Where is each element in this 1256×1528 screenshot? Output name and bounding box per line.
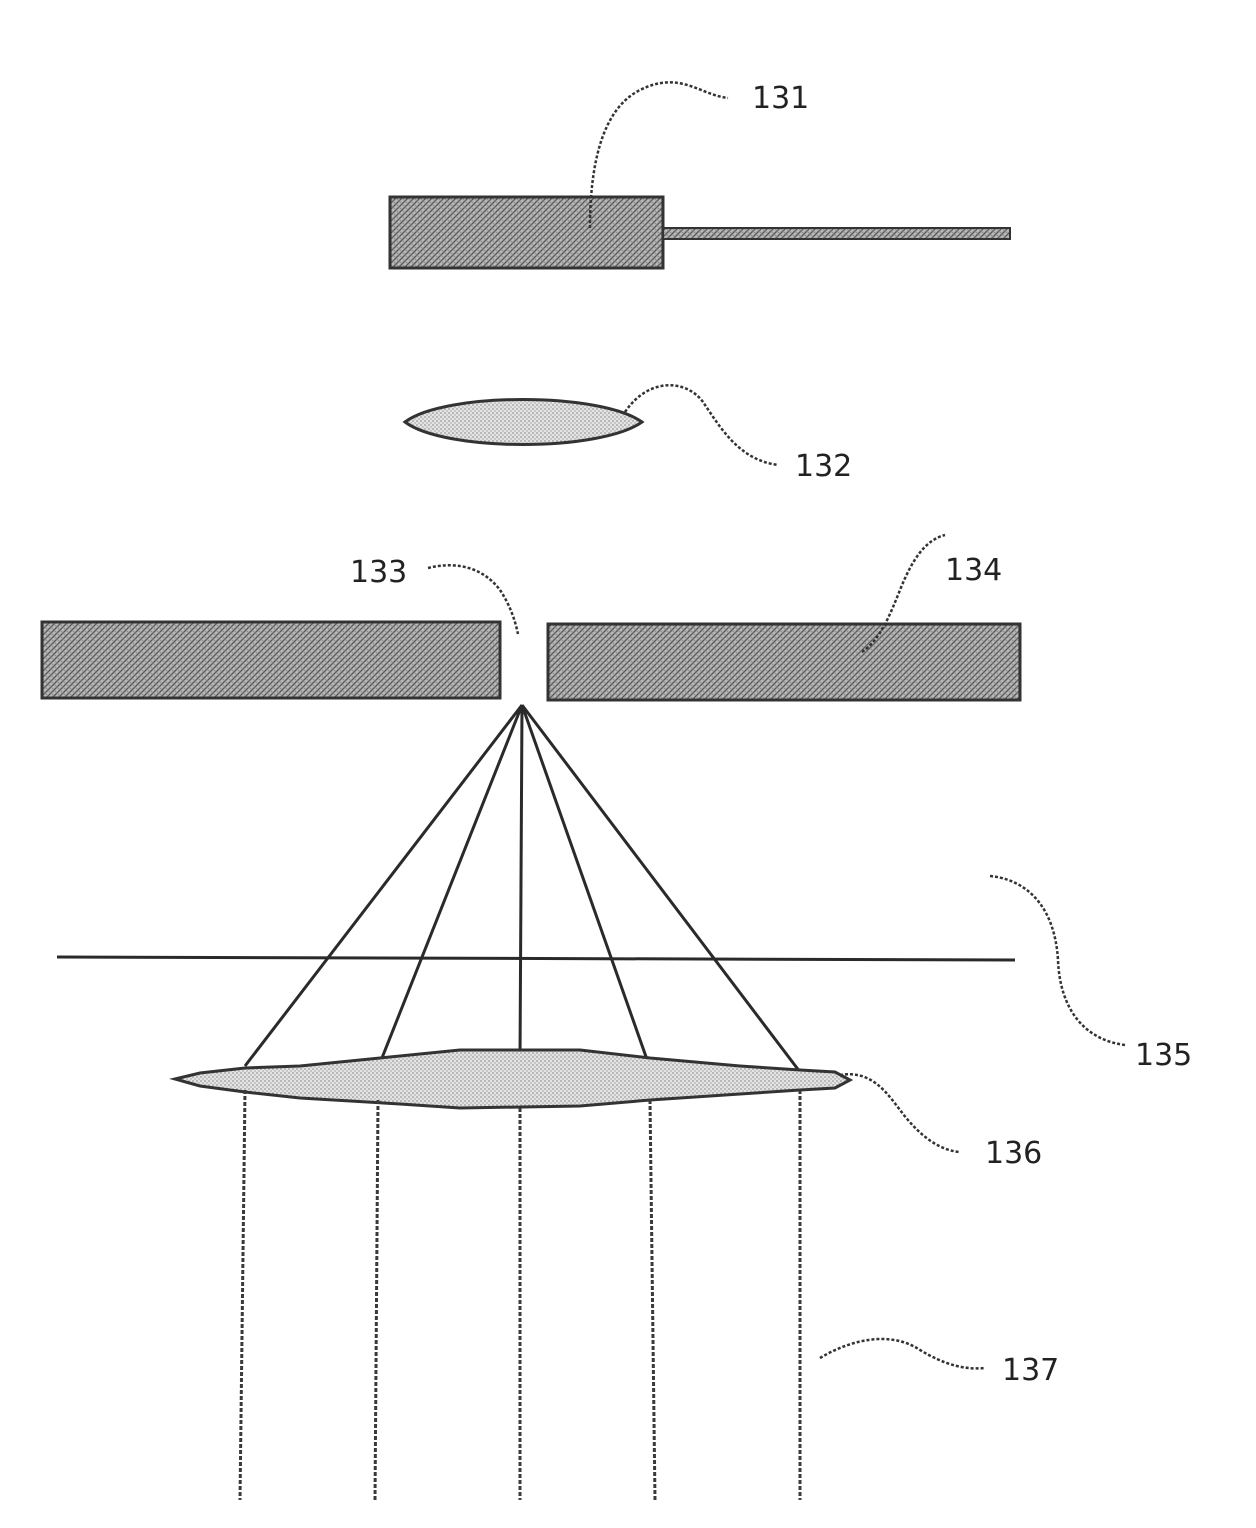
collimated-rays — [238, 1089, 802, 1501]
leader-137 — [819, 1337, 986, 1370]
aperture-plate-left — [40, 620, 502, 700]
ray-2 — [376, 704, 524, 1069]
ray-3 — [518, 704, 524, 1061]
ray-4 — [520, 704, 652, 1069]
label-132: 132 — [795, 449, 852, 484]
diverging-rays — [243, 704, 802, 1073]
label-131: 131 — [752, 81, 809, 116]
leader-136 — [839, 1072, 961, 1154]
laser-source — [388, 195, 1011, 270]
leader-132 — [623, 384, 779, 467]
label-136: 136 — [985, 1136, 1042, 1171]
aperture-plate — [40, 620, 1022, 702]
laser-fiber — [662, 227, 1011, 240]
label-135: 135 — [1135, 1038, 1192, 1073]
parallel-ray-4 — [648, 1099, 657, 1501]
ray-1 — [243, 704, 524, 1067]
label-137: 137 — [1002, 1353, 1059, 1388]
laser-source-body — [388, 195, 665, 270]
parallel-ray-2 — [373, 1099, 380, 1501]
collimating-lens — [169, 1048, 854, 1110]
focusing-lens — [402, 398, 645, 446]
parallel-ray-1 — [238, 1089, 247, 1501]
label-133: 133 — [350, 555, 407, 590]
ray-5 — [520, 704, 802, 1073]
plane-line — [56, 955, 1016, 962]
leader-131 — [588, 81, 729, 229]
label-134: 134 — [945, 553, 1002, 588]
aperture-plate-right — [546, 622, 1022, 702]
